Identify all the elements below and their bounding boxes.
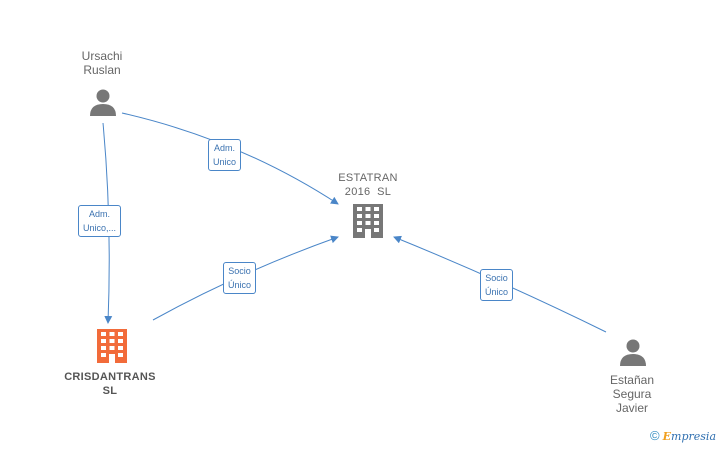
- node-label-line: SL: [102, 385, 118, 397]
- node-label-line: Segura: [612, 387, 652, 401]
- node-label-line: Ursachi: [81, 49, 123, 63]
- building-icon[interactable]: [97, 329, 127, 363]
- edge-label-line: Unico: [213, 157, 237, 167]
- edge-label-line: Único: [485, 287, 509, 297]
- brand-watermark: © Empresia: [650, 428, 716, 443]
- copyright-icon: ©: [650, 428, 660, 443]
- person-icon[interactable]: [620, 339, 646, 367]
- node-label-crisdantrans[interactable]: CRISDANTRANS SL: [50, 370, 170, 398]
- person-icon[interactable]: [90, 89, 116, 117]
- edge-label-line: Socio: [485, 273, 508, 283]
- edge-label-line: Unico,...: [83, 223, 117, 233]
- edge-label-estanan-estatran[interactable]: Socio Único: [480, 269, 514, 301]
- node-label-estanan[interactable]: Estañan Segura Javier: [592, 373, 672, 415]
- brand-logo-text: mpresia: [671, 430, 717, 443]
- edge-label-line: Único: [228, 280, 252, 290]
- node-label-line: Javier: [615, 401, 648, 415]
- edge-label-line: Adm.: [89, 209, 111, 219]
- node-label-line: ESTATRAN: [338, 172, 398, 184]
- node-label-ursachi[interactable]: Ursachi Ruslan: [62, 49, 142, 77]
- node-label-line: CRISDANTRANS: [64, 371, 156, 383]
- node-label-line: 2016 SL: [344, 186, 392, 198]
- edge-label-ursachi-crisdantrans[interactable]: Adm. Unico,...: [78, 205, 122, 237]
- building-icon[interactable]: [353, 204, 383, 238]
- node-label-line: Estañan: [609, 373, 655, 387]
- brand-logo-e: E: [662, 430, 672, 443]
- edge-label-line: Socio: [228, 266, 251, 276]
- node-label-line: Ruslan: [83, 63, 121, 77]
- edge-label-ursachi-estatran[interactable]: Adm. Unico: [208, 139, 242, 171]
- node-label-estatran[interactable]: ESTATRAN 2016 SL: [318, 171, 418, 199]
- edge-label-crisdantrans-estatran[interactable]: Socio Único: [223, 262, 257, 294]
- edge-label-line: Adm.: [214, 143, 236, 153]
